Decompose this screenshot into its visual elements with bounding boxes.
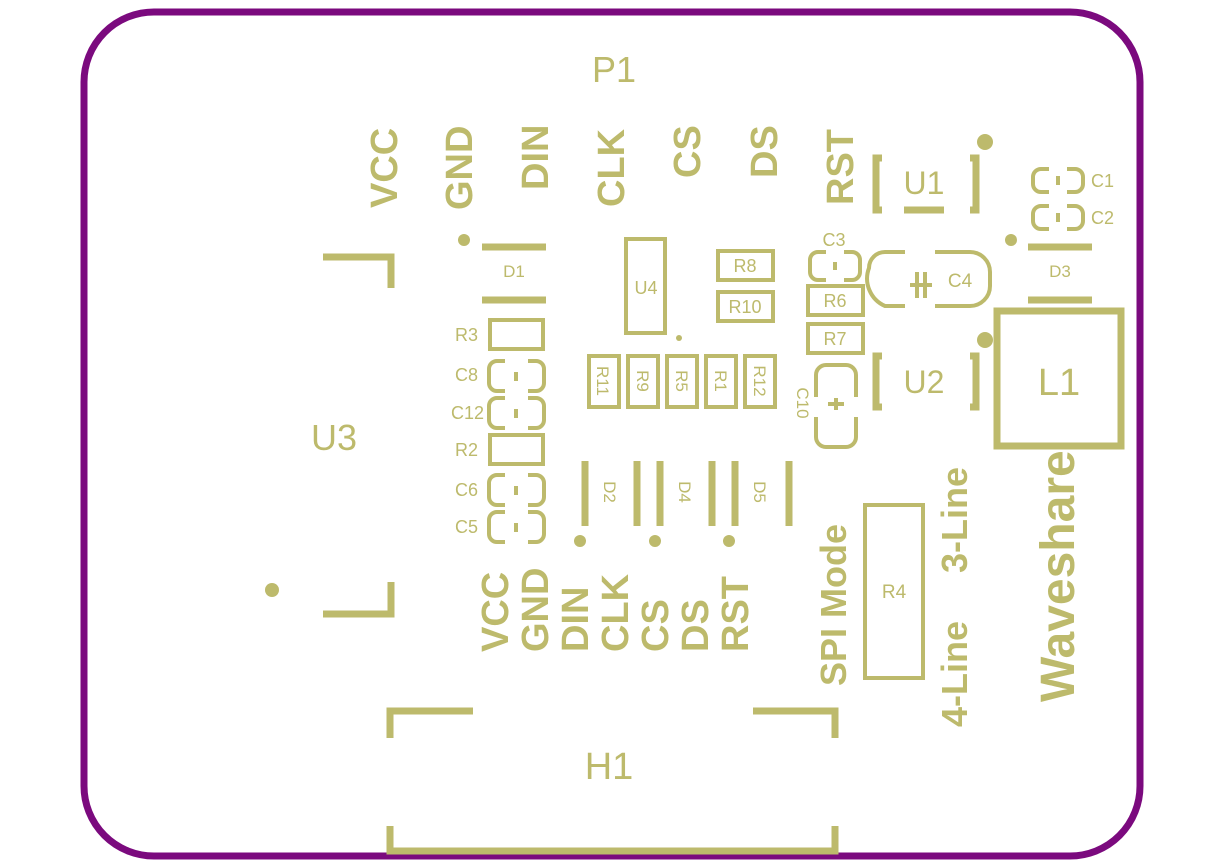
r6-label: R6 — [823, 291, 846, 311]
r10-label: R10 — [728, 297, 761, 317]
u2-pin1-dot — [977, 332, 993, 348]
brand-label: Waveshare — [1032, 450, 1085, 702]
u4-body — [624, 237, 667, 335]
header-pin-gnd: GND — [439, 126, 481, 210]
r10-body — [716, 290, 775, 323]
lower-pin-vcc: VCC — [475, 572, 517, 652]
lower-pin-din: DIN — [555, 587, 597, 652]
header-pin-clk: CLK — [591, 128, 633, 207]
c10-label: C10 — [793, 387, 812, 418]
h1-label: H1 — [585, 746, 634, 788]
d2-label: D2 — [600, 481, 619, 503]
c5-body — [487, 510, 546, 544]
r2-label: R2 — [455, 440, 478, 460]
c2-label: C2 — [1091, 208, 1114, 228]
r9-label: R9 — [633, 370, 652, 392]
four-line-label: 4-Line — [934, 621, 975, 727]
header-pin-vcc: VCC — [364, 128, 406, 208]
l1-label: L1 — [1038, 362, 1080, 404]
c12-label: C12 — [451, 403, 484, 423]
r7-body — [806, 322, 865, 355]
r1-body — [704, 354, 738, 409]
u4-pin1-dot — [676, 335, 682, 341]
r9-body — [626, 354, 660, 409]
r11-body — [587, 354, 621, 409]
r5-body — [665, 354, 699, 409]
d4-body — [656, 461, 716, 526]
c8-label: C8 — [455, 365, 478, 385]
c4-body — [865, 250, 992, 308]
three-line-label: 3-Line — [934, 467, 975, 573]
c5-label: C5 — [455, 517, 478, 537]
l1-body — [993, 307, 1125, 450]
r11-label: R11 — [593, 366, 612, 396]
u3-label: U3 — [311, 417, 357, 458]
c1-label: C1 — [1091, 171, 1114, 191]
u2-label: U2 — [904, 364, 945, 400]
header-pin-labels: VCC GND DIN CLK CS DS RST — [364, 125, 862, 210]
c8-body — [487, 359, 546, 393]
lower-pin-cs: CS — [635, 599, 677, 652]
spi-mode-label: SPI Mode — [813, 524, 854, 686]
r2-body — [488, 433, 545, 466]
u4-label: U4 — [634, 278, 657, 298]
lower-pin-ds: DS — [675, 599, 717, 652]
r3-body — [488, 318, 545, 351]
h1-outline — [386, 707, 839, 855]
c10-body — [814, 363, 858, 449]
u2-body — [872, 352, 980, 411]
u3-outline — [323, 253, 395, 618]
connector-label-p1: P1 — [592, 49, 636, 90]
header-pin-ds: DS — [744, 125, 786, 178]
d4-label: D4 — [675, 481, 694, 503]
board-outline — [80, 8, 1144, 860]
r7-label: R7 — [823, 329, 846, 349]
r6-body — [806, 284, 865, 317]
header-pin-cs: CS — [667, 125, 709, 178]
c12-body — [487, 396, 546, 430]
header-pin-din: DIN — [515, 125, 557, 190]
d5-body — [731, 461, 793, 526]
d4-dot — [649, 535, 661, 547]
c6-label: C6 — [455, 480, 478, 500]
r1-label: R1 — [711, 370, 730, 392]
c2-body — [1031, 204, 1085, 231]
u3-pin1-dot — [265, 583, 279, 597]
r5-label: R5 — [672, 370, 691, 392]
d3-label: D3 — [1049, 262, 1071, 281]
r8-label: R8 — [733, 256, 756, 276]
u1-label: U1 — [904, 165, 945, 201]
d1-dot — [458, 234, 470, 246]
d1-label: D1 — [503, 262, 525, 281]
c4-label: C4 — [948, 271, 973, 292]
r12-label: R12 — [750, 365, 769, 396]
d5-dot — [723, 535, 735, 547]
r8-body — [716, 249, 775, 282]
u1-pin1-dot — [977, 134, 993, 150]
u1-body — [872, 154, 980, 214]
lower-pin-gnd: GND — [515, 568, 557, 652]
header-pin-rst: RST — [820, 129, 862, 205]
c3-label: C3 — [822, 230, 845, 250]
c3-body — [808, 250, 862, 282]
d3-dot — [1005, 234, 1017, 246]
r4-body — [863, 503, 925, 680]
r4-label: R4 — [882, 582, 907, 603]
d2-dot — [574, 535, 586, 547]
c6-body — [487, 473, 546, 507]
r3-label: R3 — [455, 325, 478, 345]
c1-body — [1031, 167, 1085, 194]
lower-pin-rst: RST — [715, 576, 757, 652]
r12-body — [743, 354, 777, 409]
lower-pin-clk: CLK — [595, 573, 637, 652]
d2-body — [581, 461, 641, 526]
lower-pin-labels: VCC GND DIN CLK CS DS RST — [475, 568, 757, 652]
d5-label: D5 — [750, 481, 769, 503]
